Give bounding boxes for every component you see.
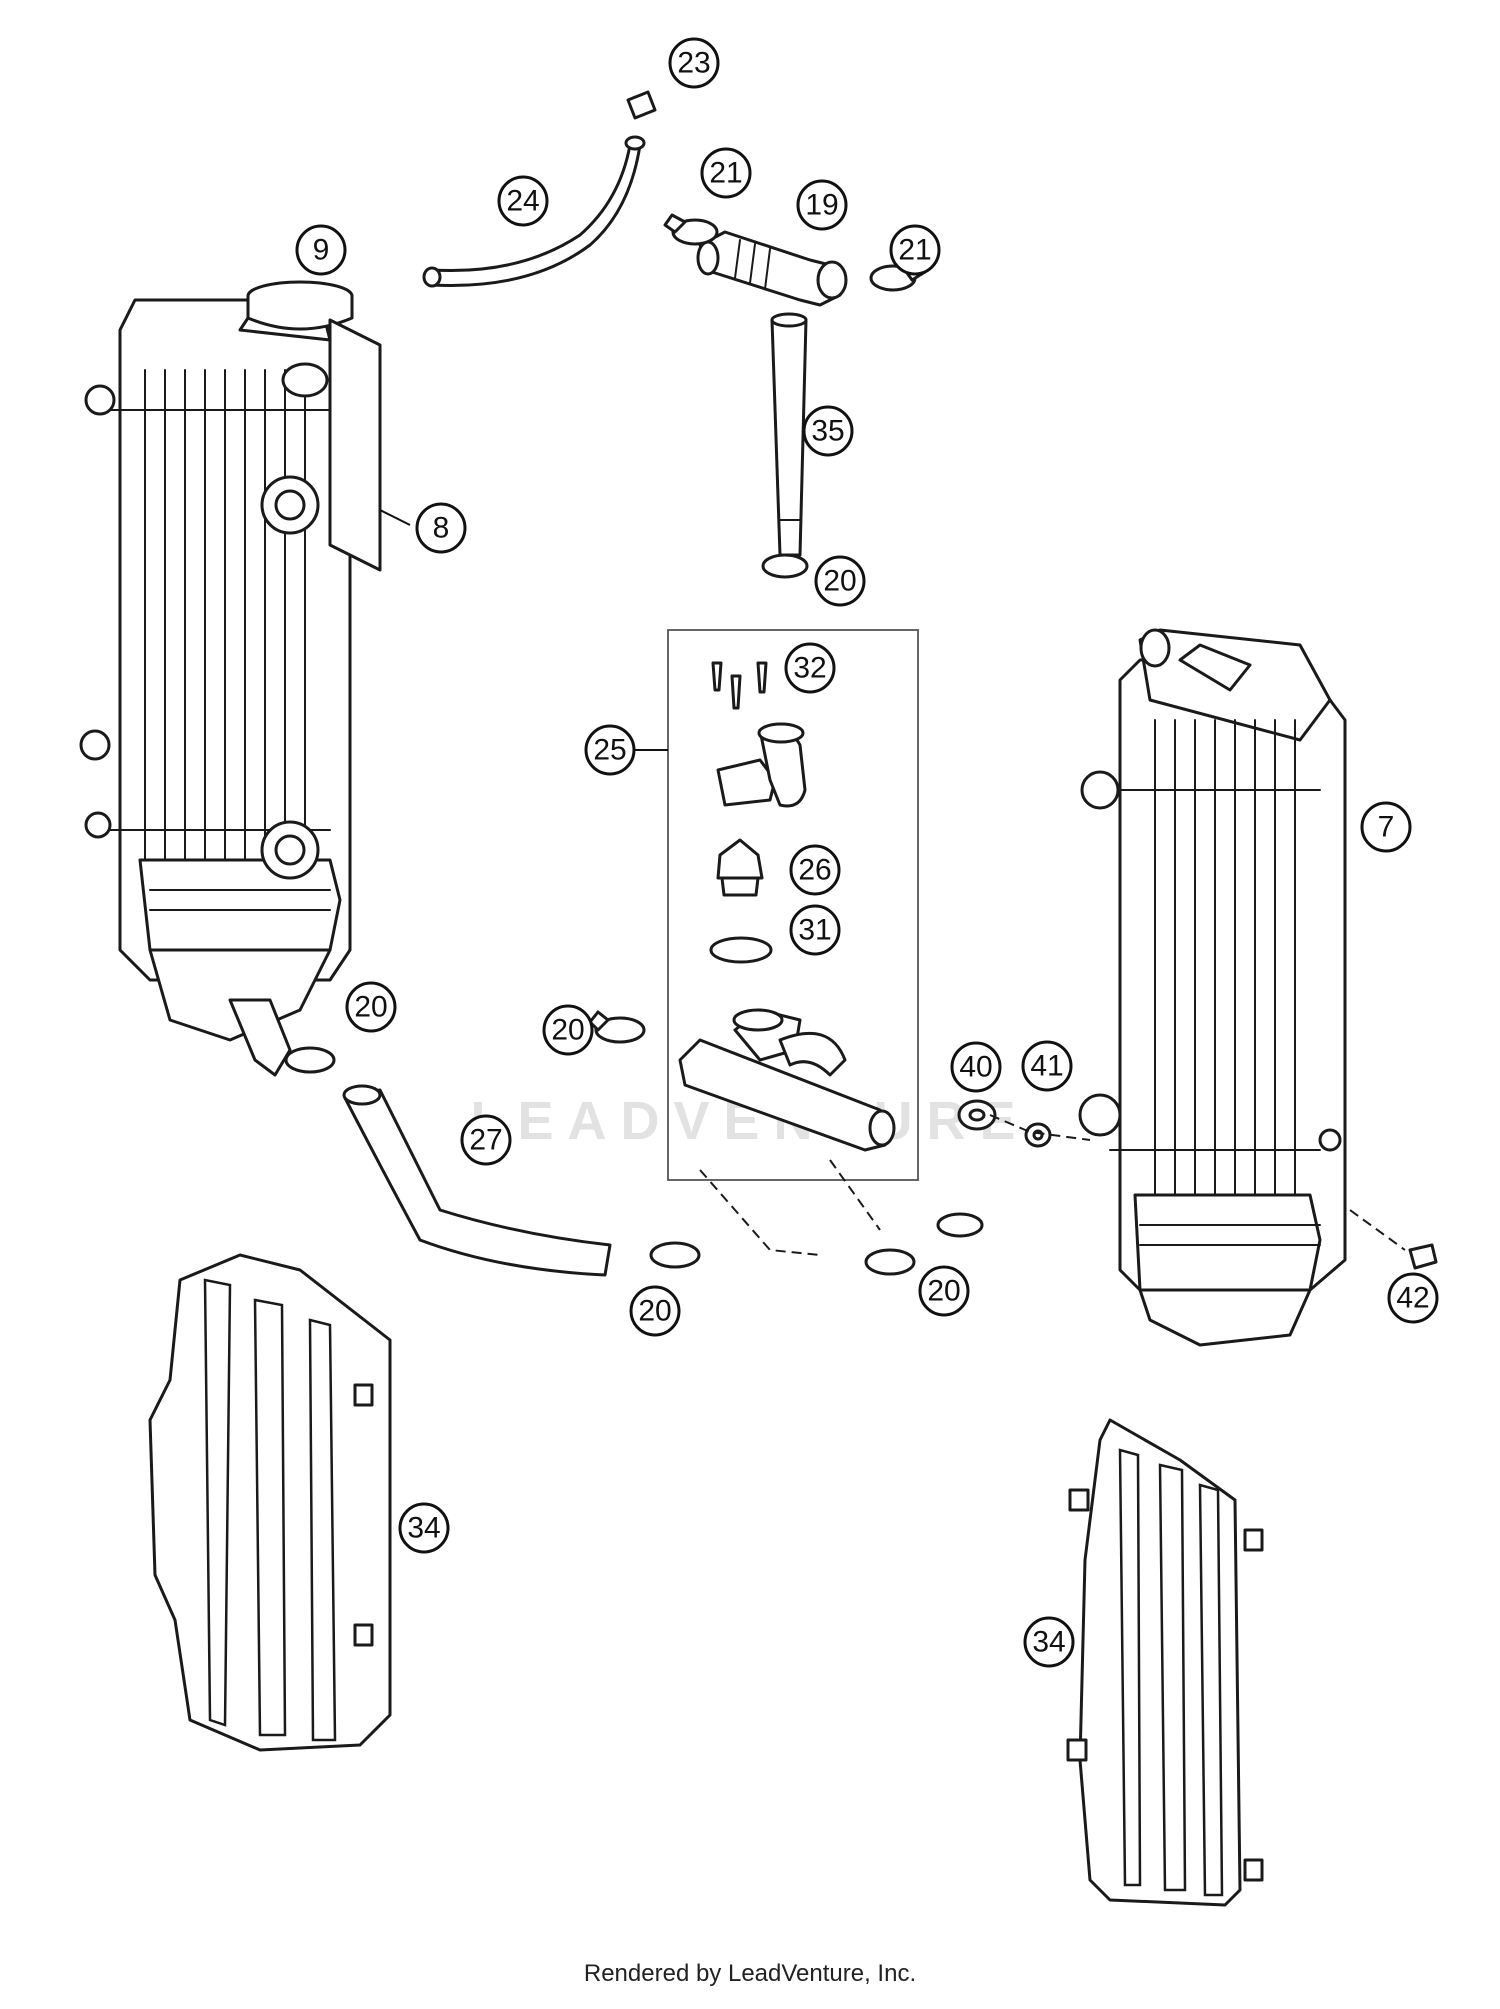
thermostat-group-box <box>667 629 919 1181</box>
hose-fitting <box>626 90 657 120</box>
svg-text:8: 8 <box>433 512 450 545</box>
radiator-cap <box>246 280 354 331</box>
svg-text:31: 31 <box>798 914 831 947</box>
callout-34: 34 <box>1023 1616 1075 1668</box>
thermostat-housing <box>678 1008 896 1152</box>
svg-text:26: 26 <box>798 854 831 887</box>
callout-32: 32 <box>784 642 836 694</box>
thermostat <box>716 838 764 897</box>
svg-text:32: 32 <box>793 652 826 685</box>
svg-text:34: 34 <box>407 1512 440 1545</box>
svg-text:20: 20 <box>551 1014 584 1047</box>
svg-text:21: 21 <box>709 157 742 190</box>
clamp-under-pipe <box>761 553 809 579</box>
vertical-pipe <box>770 312 808 557</box>
svg-text:21: 21 <box>898 234 931 267</box>
callout-20: 20 <box>345 981 397 1033</box>
tee-fitting <box>696 230 848 307</box>
callout-27: 27 <box>460 1114 512 1166</box>
svg-text:41: 41 <box>1030 1050 1063 1083</box>
left-radiator-shroud <box>148 1253 392 1752</box>
callout-34: 34 <box>398 1502 450 1554</box>
callout-35: 35 <box>802 405 854 457</box>
callout-20: 20 <box>918 1265 970 1317</box>
right-radiator-shroud <box>1066 1418 1264 1907</box>
callout-21: 21 <box>700 147 752 199</box>
callout-20: 20 <box>814 555 866 607</box>
svg-text:40: 40 <box>959 1051 992 1084</box>
right-radiator <box>1078 628 1347 1347</box>
mounting-bracket <box>328 318 382 572</box>
thermostat-cover <box>716 722 807 808</box>
callout-19: 19 <box>796 179 848 231</box>
svg-text:19: 19 <box>805 189 838 222</box>
callout-26: 26 <box>789 844 841 896</box>
leader-line-8 <box>379 509 411 526</box>
callout-21: 21 <box>889 224 941 276</box>
small-clamp-left <box>588 1010 646 1044</box>
svg-text:27: 27 <box>469 1124 502 1157</box>
bolt <box>1408 1243 1438 1270</box>
callout-25: 25 <box>584 724 636 776</box>
o-ring <box>709 936 773 964</box>
assembly-lines <box>699 1114 1406 1256</box>
callout-7: 7 <box>1360 801 1412 853</box>
overflow-hose <box>422 135 646 288</box>
svg-text:7: 7 <box>1378 811 1395 844</box>
svg-text:35: 35 <box>811 415 844 448</box>
footer-credit: Rendered by LeadVenture, Inc. <box>583 1960 917 1987</box>
lower-clamps <box>284 1046 984 1276</box>
svg-text:24: 24 <box>506 185 539 218</box>
callout-23: 23 <box>668 37 720 89</box>
lower-hose <box>342 1084 612 1277</box>
callout-24: 24 <box>497 175 549 227</box>
left-radiator <box>79 298 352 1077</box>
svg-text:34: 34 <box>1032 1626 1065 1659</box>
svg-text:20: 20 <box>354 991 387 1024</box>
svg-text:42: 42 <box>1396 1282 1429 1315</box>
svg-text:20: 20 <box>927 1275 960 1308</box>
svg-text:20: 20 <box>823 565 856 598</box>
callout-9: 9 <box>295 224 347 276</box>
rubber-grommet <box>957 1099 997 1131</box>
svg-text:9: 9 <box>313 234 330 267</box>
svg-text:25: 25 <box>593 734 626 767</box>
svg-text:20: 20 <box>638 1295 671 1328</box>
screws <box>711 661 768 710</box>
callout-40: 40 <box>950 1041 1002 1093</box>
callout-41: 41 <box>1021 1040 1073 1092</box>
callout-42: 42 <box>1387 1272 1439 1324</box>
callout-8: 8 <box>415 502 467 554</box>
svg-text:23: 23 <box>677 47 710 80</box>
callout-20: 20 <box>542 1004 594 1056</box>
callout-20: 20 <box>629 1285 681 1337</box>
washer <box>1024 1122 1052 1148</box>
callout-31: 31 <box>789 904 841 956</box>
